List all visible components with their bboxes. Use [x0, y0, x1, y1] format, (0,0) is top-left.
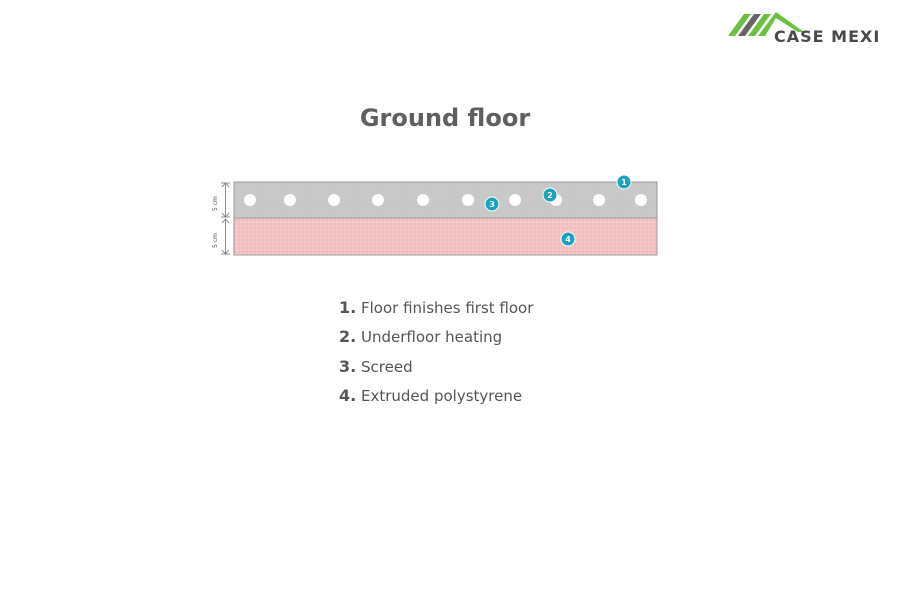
badge-4-label: 4 [565, 235, 571, 244]
legend-item: 1.Floor finishes first floor [339, 298, 533, 327]
heating-pipe [509, 194, 521, 206]
brand-logo[interactable]: CASE MEXI [726, 10, 892, 50]
heating-pipe [244, 194, 256, 206]
heating-pipe [462, 194, 474, 206]
page-title: Ground floor [359, 104, 531, 132]
legend-number: 2. [339, 327, 357, 347]
heating-pipe [417, 194, 429, 206]
legend-item: 4.Extruded polystyrene [339, 386, 533, 415]
badge-2-label: 2 [547, 191, 553, 200]
heating-pipe [328, 194, 340, 206]
legend-label: Extruded polystyrene [361, 386, 523, 405]
heating-pipe [593, 194, 605, 206]
heating-pipe [284, 194, 296, 206]
badge-2: 2 [542, 187, 558, 203]
polystyrene-layer [233, 217, 658, 256]
dimension-label-top: 5 cm [212, 196, 219, 211]
dimension-marker-top [221, 182, 230, 218]
dimension-marker-bottom [221, 218, 230, 255]
heating-pipes [244, 194, 647, 206]
legend-item: 2.Underfloor heating [339, 327, 533, 356]
badge-3-label: 3 [489, 200, 495, 209]
legend-number: 1. [339, 298, 357, 317]
badge-1: 1 [616, 174, 632, 190]
badge-3: 3 [484, 196, 500, 212]
legend-label: Floor finishes first floor [361, 299, 534, 317]
layer-legend: 1.Floor finishes first floor 2.Underfloo… [339, 298, 533, 415]
heating-pipe [635, 194, 647, 206]
house-roof-logo-icon [728, 12, 804, 36]
brand-name: CASE MEXI [774, 27, 881, 46]
legend-label: Screed [361, 357, 413, 376]
legend-item: 3.Screed [339, 357, 533, 386]
badge-1-label: 1 [621, 178, 627, 187]
legend-number: 4. [339, 385, 357, 405]
legend-label: Underfloor heating [361, 328, 503, 347]
dimension-label-bottom: 5 cm [212, 233, 219, 248]
heating-pipe [372, 194, 384, 206]
legend-number: 3. [339, 356, 357, 376]
screed-layer [233, 181, 658, 219]
floor-section-diagram: 5 cm 5 cm 1 2 3 4 [212, 174, 658, 256]
badge-4: 4 [560, 231, 576, 247]
